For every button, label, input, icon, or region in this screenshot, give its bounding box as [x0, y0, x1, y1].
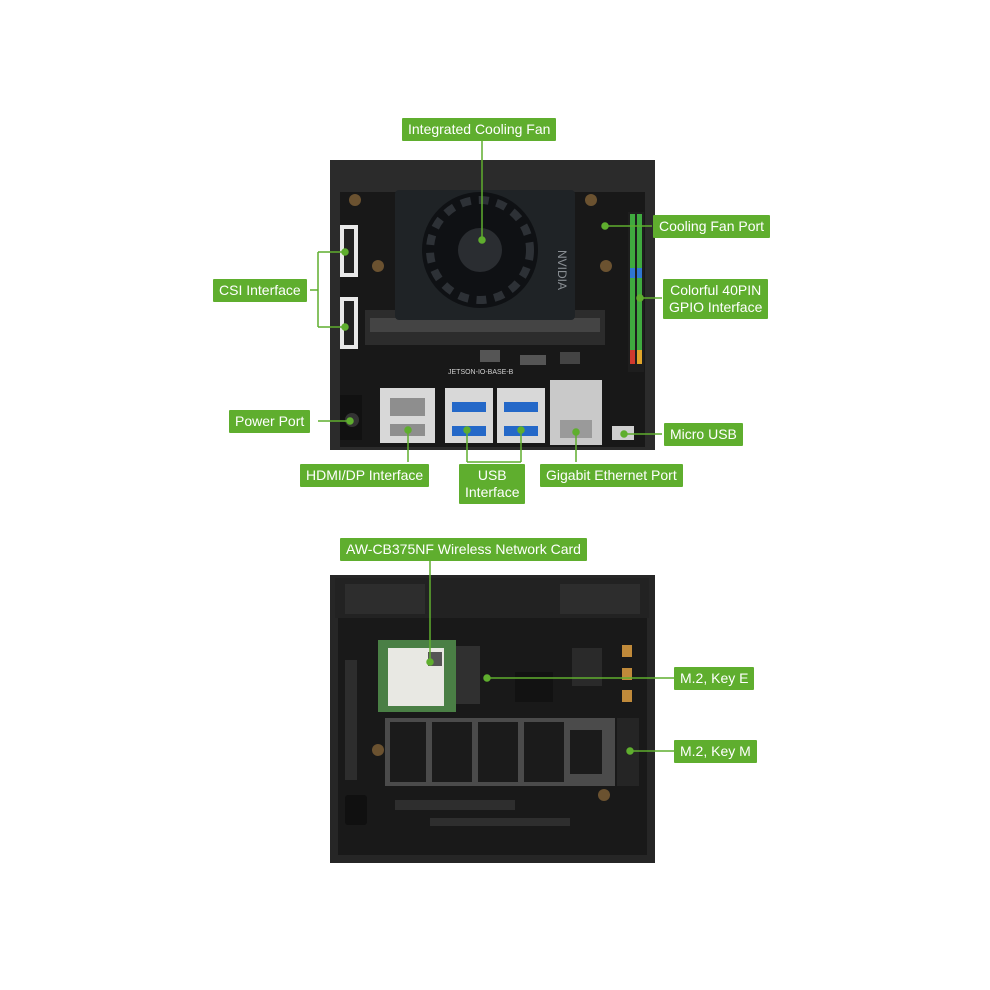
label-hdmi-dp: HDMI/DP Interface — [300, 464, 430, 487]
label-m2-key-m: M.2, Key M — [674, 740, 757, 763]
label-gpio-line1: Colorful 40PIN — [670, 282, 762, 298]
label-micro-usb: Micro USB — [664, 423, 743, 446]
label-usb-line2: Interface — [465, 484, 520, 500]
label-usb-line1: USB — [477, 467, 507, 483]
label-wireless-card: AW-CB375NF Wireless Network Card — [340, 538, 587, 561]
label-integrated-cooling-fan: Integrated Cooling Fan — [402, 118, 557, 141]
label-cooling-fan-port: Cooling Fan Port — [653, 215, 771, 238]
label-usb-interface: USB Interface — [459, 464, 526, 504]
svg-text:NVIDIA: NVIDIA — [555, 250, 569, 290]
label-power-port: Power Port — [229, 410, 311, 433]
label-gpio-line2: GPIO Interface — [669, 299, 763, 315]
board-marking: JETSON-IO-BASE-B — [448, 369, 514, 376]
label-gigabit-ethernet: Gigabit Ethernet Port — [540, 464, 683, 487]
label-m2-key-e: M.2, Key E — [674, 667, 755, 690]
label-gpio-interface: Colorful 40PIN GPIO Interface — [663, 279, 769, 319]
label-csi-interface: CSI Interface — [213, 279, 307, 302]
